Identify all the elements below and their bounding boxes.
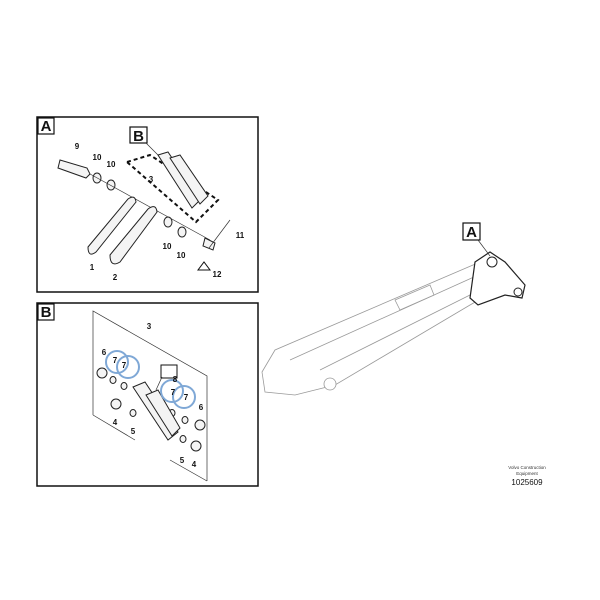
callout-3: 3 [149,175,154,184]
callout-4: 4 [192,460,197,469]
pin-part-11 [202,237,216,251]
assembly-outline [92,414,136,441]
pin [486,256,498,268]
link-part-2 [109,206,158,265]
callout-7: 7 [113,356,118,365]
panel-a-label-box [37,117,55,135]
callout-8: 8 [173,375,178,384]
o-ring-part-7 [109,376,117,384]
callout-7: 7 [171,388,176,397]
panel-b-label: B [41,304,52,321]
assembly-outline [169,459,208,482]
callout-10: 10 [107,160,116,169]
axis-line [208,219,231,249]
callout-5: 5 [180,456,185,465]
callout-2: 2 [113,273,118,282]
bushing-part-4 [110,398,122,410]
callout-5: 5 [131,427,136,436]
highlight-circle [172,385,196,409]
axis-line [89,173,211,241]
grease-fitting-box [160,364,178,379]
company-name-line2: Equipment [516,471,538,476]
arm-edge [319,289,481,371]
leader-line [155,376,163,391]
callout-6: 6 [102,348,107,357]
highlight-circle [105,350,129,374]
drawing-footer: Volvo Construction Equipment 1025609 [508,465,546,487]
highlighted-link-assembly [469,251,526,306]
washer-part-10 [177,226,187,238]
o-ring-part-7 [120,382,128,390]
o-ring-part-5 [129,409,137,417]
callout-9: 9 [75,142,80,151]
overview-label-box [462,222,481,241]
cylinder [394,284,435,311]
callout-6: 6 [199,403,204,412]
arm-edge [289,271,486,361]
subview-b-label: B [133,128,144,145]
panel-a: A B 9 10 10 3 10 10 1 2 11 12 [36,116,259,293]
callout-10: 10 [177,251,186,260]
highlight-circle [160,379,184,403]
leader-line [145,142,159,156]
callout-7: 7 [122,361,127,370]
subassembly-dashed-box [124,153,220,224]
bushing-part-6 [194,419,206,431]
callout-12: 12 [213,270,222,279]
warning-triangle-part-12 [197,261,211,271]
bushing-part-6 [96,367,108,379]
highlight-circle [116,355,140,379]
o-ring-part-7 [181,416,189,424]
leader-line [477,239,491,257]
callout-10: 10 [93,153,102,162]
link-part-1 [87,196,137,255]
callout-3: 3 [147,322,152,331]
company-name: Volvo Construction [508,465,546,470]
link-part-3 [145,389,181,437]
pin-part-9 [57,159,91,179]
subview-b-label-box [129,126,148,144]
panel-a-frame [36,116,259,293]
assembly-outline [92,310,208,481]
link-part-3 [169,154,209,205]
panel-b-label-box [37,303,55,321]
arm-outline [261,255,506,396]
pivot [323,377,337,391]
callout-10: 10 [163,242,172,251]
o-ring-part-5 [179,435,187,443]
bushing-part-4 [190,440,202,452]
overview-label: A [466,224,477,241]
washer-part-10 [106,179,116,191]
drawing-number: 1025609 [511,478,543,487]
highlight-circles [105,350,196,409]
boom-overview: A [261,222,526,396]
callout-4: 4 [113,418,118,427]
panel-b: B 3 6 7 7 8 7 7 [36,302,259,487]
callout-7: 7 [184,393,189,402]
callout-1: 1 [90,263,95,272]
pin [513,287,523,297]
panel-a-label: A [41,118,52,135]
callout-11: 11 [236,231,245,240]
